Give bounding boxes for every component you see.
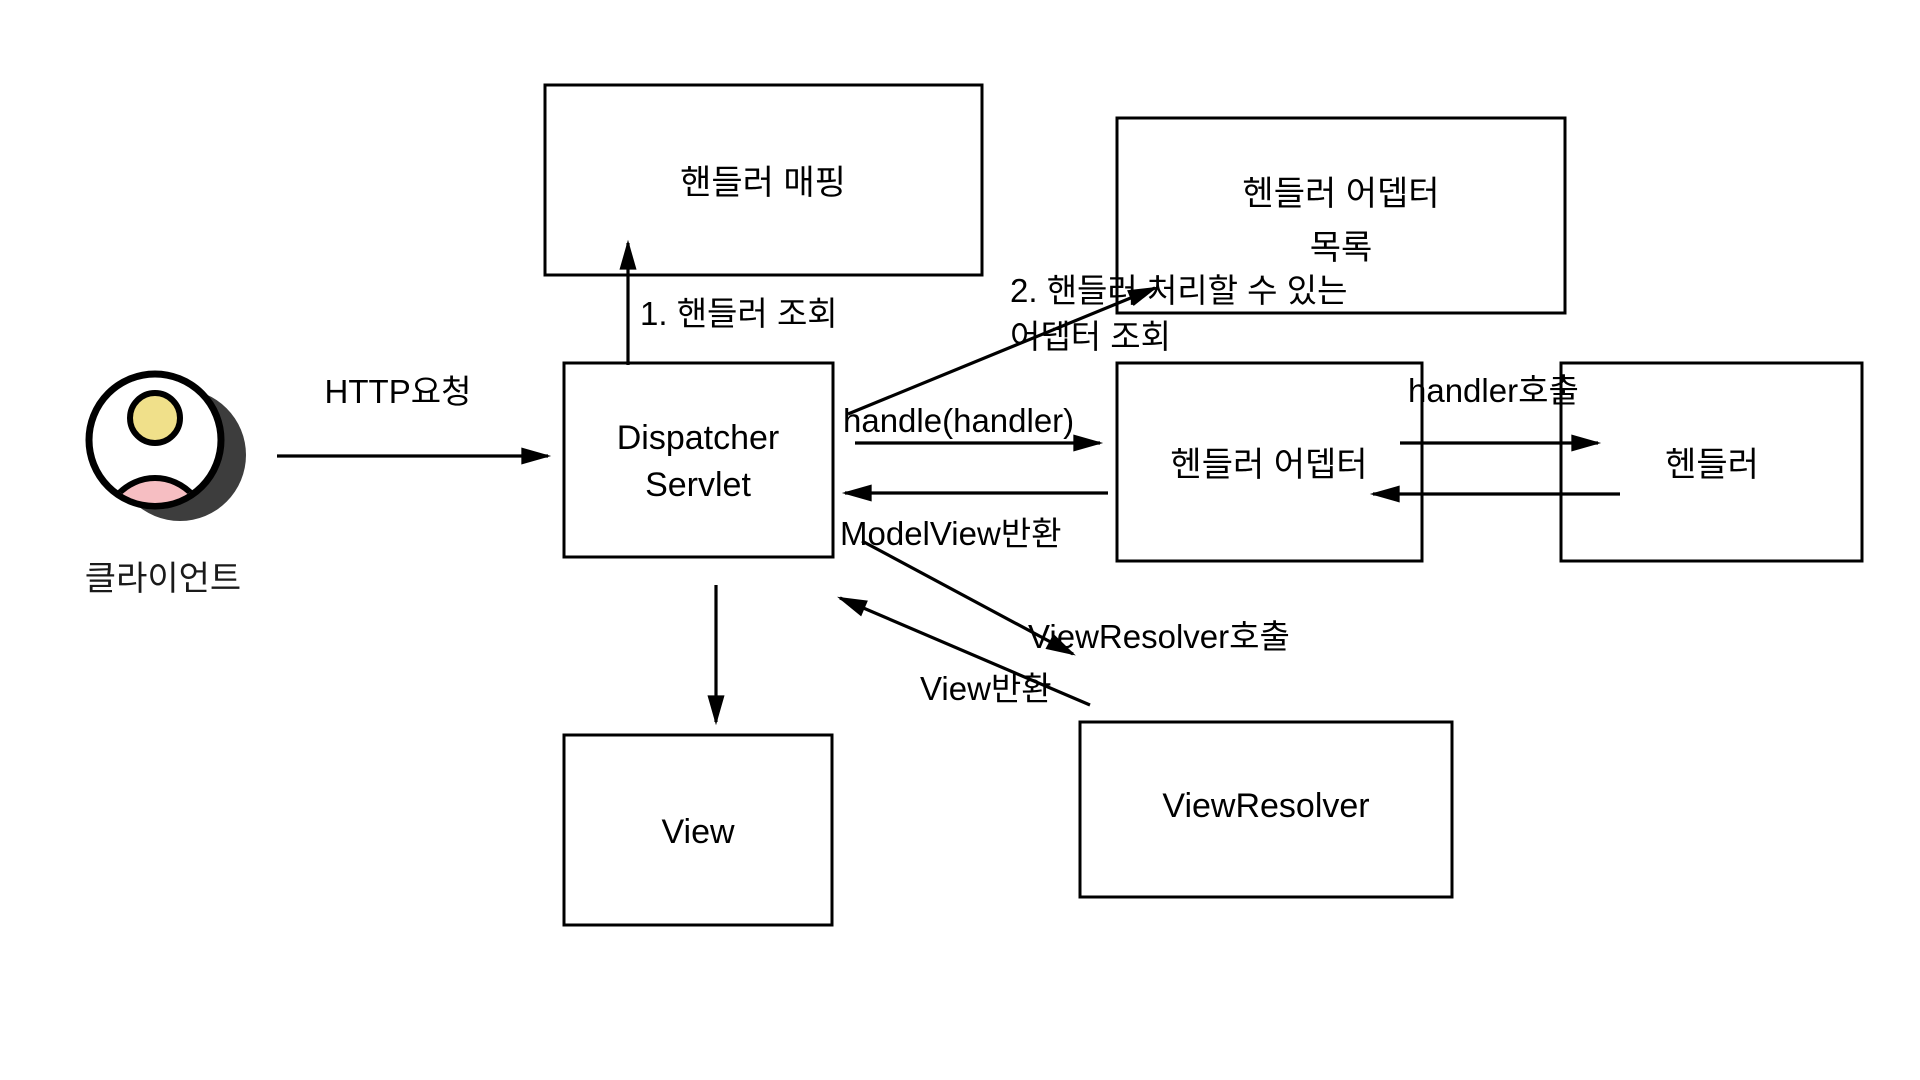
edge-viewresolver-invoke-arrow <box>861 539 1076 656</box>
node-handler-mapping[interactable] <box>543 83 984 277</box>
edge-viewresolver-invoke-label: ViewResolver호출 <box>1028 618 1290 655</box>
node-dispatcher-servlet-label-2: Servlet <box>645 466 751 504</box>
edge-adapter-lookup-label-2: 어뎁터 조회 <box>1010 318 1171 355</box>
node-handler-adapter-list-label-1: 헨들러 어뎁터 <box>1242 175 1439 213</box>
edge-handler-invoke-label: handler호출 <box>1408 372 1579 409</box>
edge-adapter-lookup-arrow <box>847 286 1158 416</box>
edge-view-return-arrow <box>837 596 1091 707</box>
node-view-label: View <box>661 813 735 851</box>
node-handler-adapter-list-label-2: 목록 <box>1310 229 1373 267</box>
client-actor-label: 클라이언트 <box>85 560 241 598</box>
node-handler-adapter[interactable] <box>1115 361 1424 563</box>
node-view-resolver-label: ViewResolver <box>1162 787 1369 825</box>
edge-modelview-return-label: ModelView반환 <box>840 515 1062 552</box>
node-view[interactable] <box>562 733 834 927</box>
node-handler-mapping-label: 핸들러 매핑 <box>680 164 846 202</box>
node-handler[interactable] <box>1559 361 1864 563</box>
edge-adapter-lookup-label-1: 2. 핸들러 처리할 수 있는 <box>1010 272 1347 309</box>
node-dispatcher-servlet[interactable] <box>562 361 835 559</box>
node-handler-label: 헨들러 <box>1665 446 1759 484</box>
node-handler-adapter-label: 헨들러 어뎁터 <box>1170 446 1367 484</box>
edge-view-return-label: View반환 <box>920 670 1052 707</box>
node-dispatcher-servlet-label-1: Dispatcher <box>617 419 780 457</box>
edge-handler-lookup-label: 1. 핸들러 조회 <box>640 295 838 332</box>
edge-http-request-label: HTTP요청 <box>325 373 472 410</box>
edge-handle-handler-label: handle(handler) <box>843 402 1074 439</box>
node-view-resolver[interactable] <box>1078 720 1454 899</box>
node-handler-adapter-list[interactable] <box>1115 116 1567 315</box>
user-avatar-icon <box>85 370 246 521</box>
